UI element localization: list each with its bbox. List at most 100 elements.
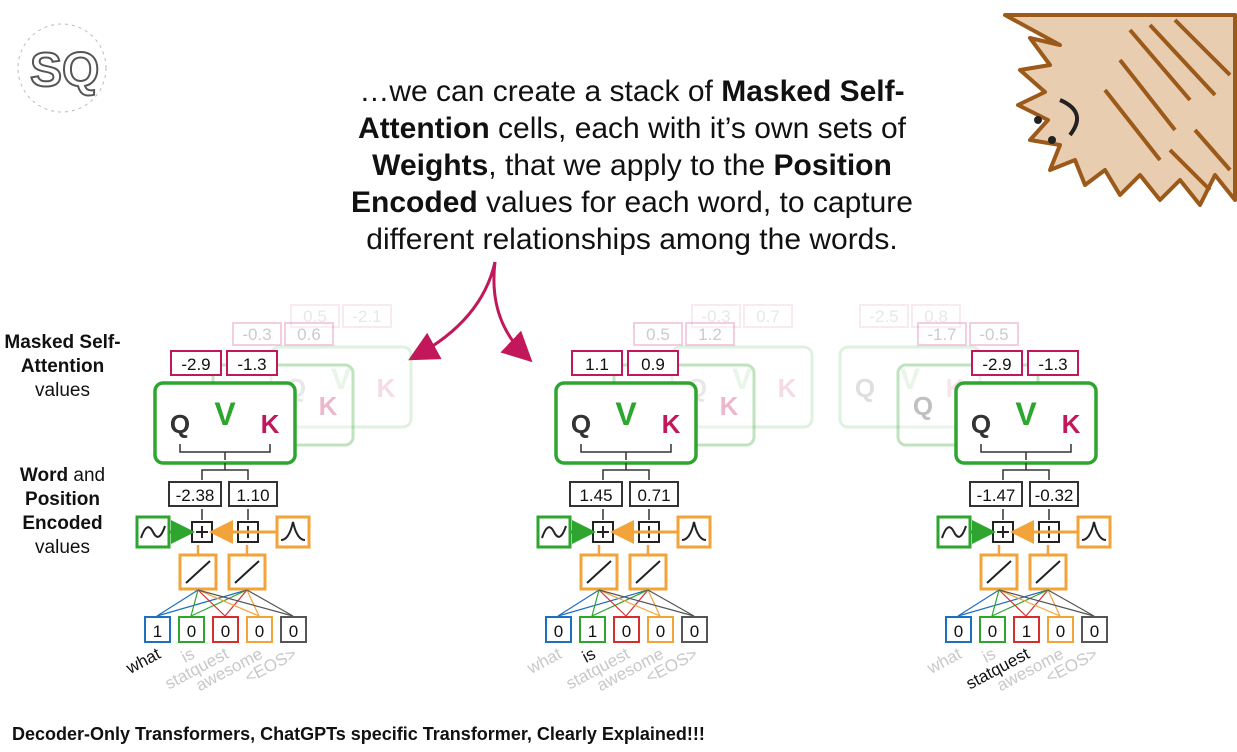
embedding-line-1: [586, 560, 612, 584]
weight-line-3-1: [647, 589, 661, 617]
attention-label-rest: values: [35, 380, 90, 401]
bell-box-right: [1076, 515, 1112, 549]
back-value-left-text: 0.5: [303, 307, 327, 326]
embedding-line-2: [234, 560, 260, 584]
cell-k-letter: K: [1062, 409, 1081, 439]
one-hot-box-5-text: 0: [1090, 622, 1099, 641]
one-hot-box-2-box: [979, 616, 1006, 643]
back-value-left-box: [633, 322, 683, 346]
weight-line-1-1: [991, 589, 1049, 617]
video-title: Decoder-Only Transformers, ChatGPTs spec…: [12, 724, 705, 744]
weight-line-4-1: [246, 589, 294, 617]
encoded-value-2: -0.32: [1029, 481, 1079, 507]
attention-cell-back-2: QVK-0.30.7: [670, 304, 814, 429]
one-hot-box-5-box: [1081, 616, 1108, 643]
attention-value-2: 0.9: [627, 350, 679, 376]
one-hot-box-5-text: 0: [690, 622, 699, 641]
attention-value-1: -2.9: [971, 350, 1023, 376]
weight-line-0-0: [156, 589, 199, 617]
one-hot-box-2-text: 1: [588, 622, 597, 641]
attention-value-1-box: [971, 350, 1023, 376]
one-hot-box-3: 0: [212, 616, 239, 643]
back-value-left: -1.7: [917, 322, 967, 346]
encoded-value-1-text: -2.38: [176, 486, 215, 505]
cell-bracket: [580, 444, 672, 460]
weight-line-0-1: [557, 589, 649, 617]
back-value-left-box: [917, 322, 967, 346]
cell-v-letter: V: [1015, 396, 1037, 432]
panels-container: QVK0.5-2.1QVK-0.30.6QVK-2.9-1.3-2.381.10…: [122, 304, 1112, 695]
one-hot-box-5: 0: [1081, 616, 1108, 643]
one-hot-box-5-text: 0: [289, 622, 298, 641]
embedding-line-2: [1035, 560, 1061, 584]
back-value-left: -0.3: [691, 304, 741, 328]
one-hot-box-2-box: [178, 616, 205, 643]
back-cell-v: V: [732, 363, 752, 396]
bell-box-right: [275, 515, 311, 549]
back-value-right: 1.2: [685, 322, 735, 346]
caption-arrows: [408, 261, 533, 363]
back-value-left: -0.3: [232, 322, 282, 346]
back-value-right: 0.7: [743, 304, 793, 328]
weight-line-0-0: [957, 589, 1000, 617]
one-hot-box-2: 1: [579, 616, 606, 643]
back-value-right-box: [685, 322, 735, 346]
one-hot-box-1-box: [545, 616, 572, 643]
one-hot-box-2-text: 0: [988, 622, 997, 641]
cell-k-letter: K: [261, 409, 280, 439]
back-value-left-box: [691, 304, 741, 328]
caption: …we can create a stack of Masked Self-At…: [332, 73, 932, 258]
one-hot-box-5-box: [681, 616, 708, 643]
one-hot-box-2: 0: [979, 616, 1006, 643]
cell-q-letter: Q: [571, 409, 591, 439]
back-value-left: -2.5: [859, 304, 909, 328]
one-hot-box-4-text: 0: [1056, 622, 1065, 641]
encoded-value-1-text: 1.45: [579, 486, 612, 505]
weight-line-2-0: [197, 589, 226, 617]
caption-bold-3: Position Encoded: [351, 149, 892, 219]
bell-box-right: [676, 515, 712, 549]
encoded-values-label: Word and Position Encoded values: [0, 464, 125, 560]
weight-line-3-0: [197, 589, 260, 617]
back-value-right-box: [284, 322, 334, 346]
attention-value-1-box: [571, 350, 623, 376]
position-label-bold: Position Encoded: [22, 489, 103, 534]
sine-wave-icon: [941, 525, 967, 539]
one-hot-box-4-box: [647, 616, 674, 643]
embedding-line-1: [986, 560, 1012, 584]
caption-bold-2: Weights: [372, 149, 489, 182]
back-value-right-text: 1.2: [698, 325, 722, 344]
caption-part-4: values for each word, to capture differe…: [366, 186, 913, 256]
encoded-value-1-text: -1.47: [977, 486, 1016, 505]
weight-line-2-1: [1025, 589, 1049, 617]
cell-q-letter: Q: [170, 409, 190, 439]
one-hot-box-3-box: [613, 616, 640, 643]
back-cell-k: K: [377, 373, 396, 403]
cell-k-letter: K: [662, 409, 681, 439]
encoded-value-1: -2.38: [168, 481, 222, 507]
one-hot-box-2-box: [579, 616, 606, 643]
back-value-right: -2.1: [342, 304, 392, 328]
encoded-value-1-box: [168, 481, 222, 507]
encoded-connector: [1002, 463, 1050, 480]
encoded-value-2: 0.71: [629, 481, 679, 507]
one-hot-box-5-box: [280, 616, 307, 643]
back-value-right-box: [342, 304, 392, 328]
weight-line-4-0: [598, 589, 695, 617]
encoded-label-rest: values: [35, 537, 90, 558]
back-value-right-box: [969, 322, 1019, 346]
attention-value-2: -1.3: [1027, 350, 1079, 376]
weight-line-0-1: [957, 589, 1049, 617]
bell-curve-icon: [681, 521, 707, 541]
one-hot-box-3-text: 1: [1022, 622, 1031, 641]
back-value-left-box: [859, 304, 909, 328]
attention-value-2-text: -1.3: [237, 355, 266, 374]
back-cell-q: Q: [913, 391, 933, 421]
weight-line-2-0: [598, 589, 627, 617]
back-value-right: 0.8: [911, 304, 961, 328]
back-cell-k: K: [319, 391, 338, 421]
